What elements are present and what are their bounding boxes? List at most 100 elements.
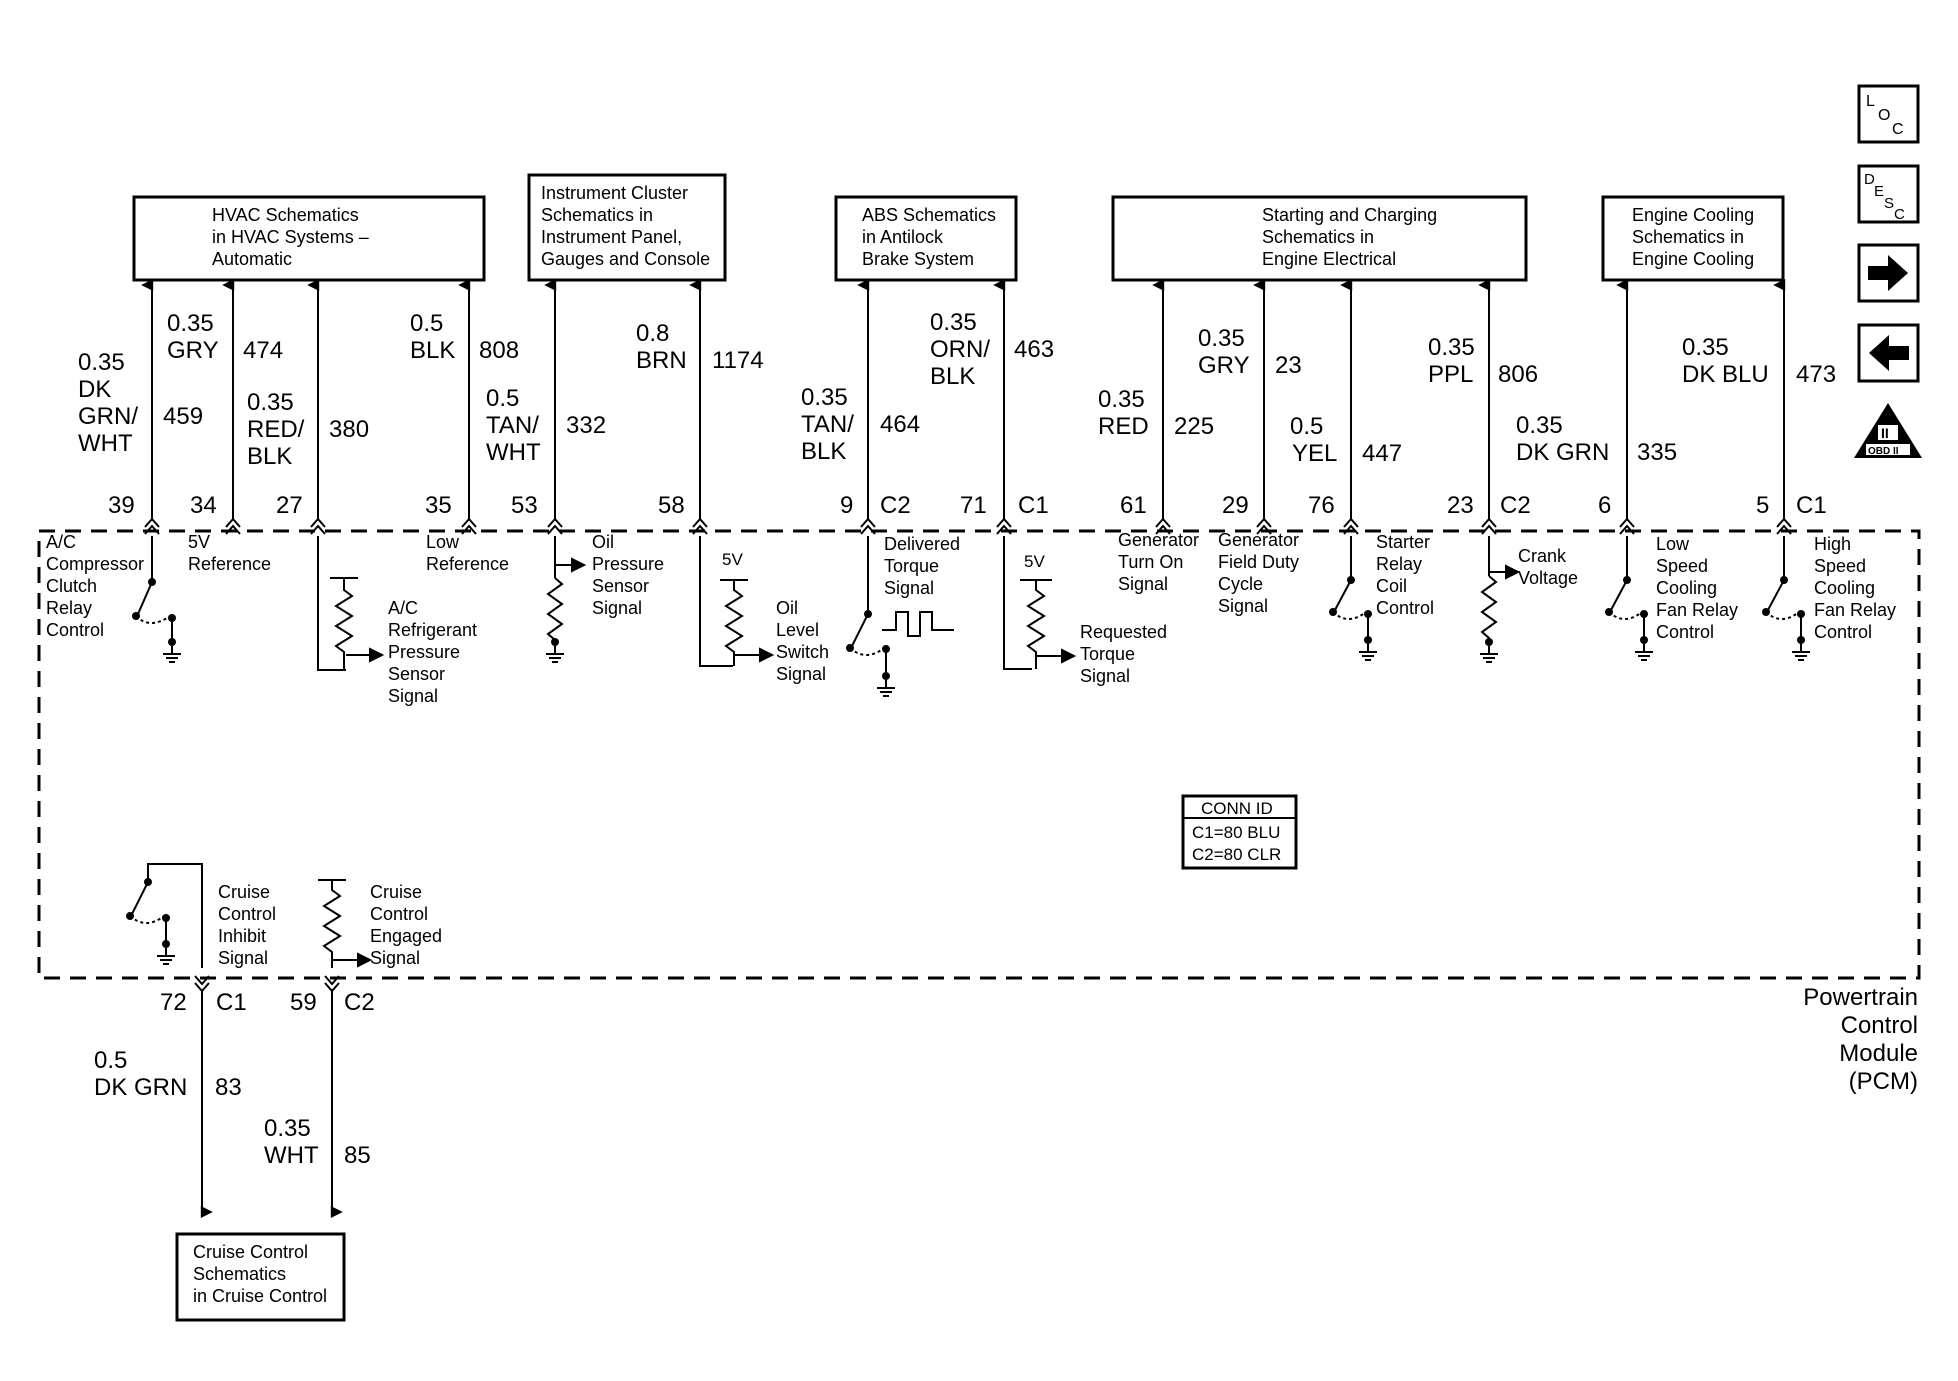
svg-text:Reference: Reference xyxy=(426,554,509,574)
svg-text:Brake System: Brake System xyxy=(862,249,974,269)
svg-text:Speed: Speed xyxy=(1656,556,1708,576)
svg-text:Field Duty: Field Duty xyxy=(1218,552,1299,572)
svg-text:0.8: 0.8 xyxy=(636,320,669,347)
svg-text:83: 83 xyxy=(215,1074,242,1101)
prev-page-button[interactable] xyxy=(1857,323,1920,383)
svg-text:Signal: Signal xyxy=(1218,596,1268,616)
svg-text:6: 6 xyxy=(1598,492,1611,519)
svg-text:CONN ID: CONN ID xyxy=(1201,799,1273,818)
desc-button[interactable]: D E S C xyxy=(1857,164,1920,224)
svg-text:0.5: 0.5 xyxy=(1290,413,1323,440)
svg-text:Schematics in: Schematics in xyxy=(1262,227,1374,247)
svg-text:Level: Level xyxy=(776,620,819,640)
svg-text:225: 225 xyxy=(1174,413,1214,440)
svg-text:Cruise: Cruise xyxy=(370,882,422,902)
svg-text:C2: C2 xyxy=(344,989,375,1016)
wire-label-806: 0.35 PPL 806 xyxy=(1428,334,1538,388)
svg-text:Generator: Generator xyxy=(1118,530,1199,550)
svg-text:WHT: WHT xyxy=(264,1142,319,1169)
svg-text:Switch: Switch xyxy=(776,642,829,662)
svg-text:0.35: 0.35 xyxy=(1682,334,1729,361)
svg-text:Turn On: Turn On xyxy=(1118,552,1183,572)
svg-text:in Cruise Control: in Cruise Control xyxy=(193,1286,327,1306)
svg-text:0.5: 0.5 xyxy=(486,385,519,412)
svg-text:Oil: Oil xyxy=(592,532,614,552)
svg-text:23: 23 xyxy=(1447,492,1474,519)
svg-text:Refrigerant: Refrigerant xyxy=(388,620,477,640)
svg-text:A/C: A/C xyxy=(46,532,76,552)
svg-text:Control: Control xyxy=(218,904,276,924)
arrow-right-icon xyxy=(1868,255,1908,291)
svg-text:5V: 5V xyxy=(188,532,210,552)
svg-text:Signal: Signal xyxy=(388,686,438,706)
svg-text:Instrument Cluster: Instrument Cluster xyxy=(541,183,688,203)
pin-numbers-top: 39 34 27 35 53 58 9 C2 71 C1 61 29 76 23… xyxy=(108,492,1827,519)
svg-text:53: 53 xyxy=(511,492,538,519)
svg-text:Cycle: Cycle xyxy=(1218,574,1263,594)
wire-label-332: 0.5 TAN/ WHT 332 xyxy=(486,385,606,466)
box-engine-cooling: Engine Cooling Schematics in Engine Cool… xyxy=(1601,195,1785,282)
svg-text:Low: Low xyxy=(1656,534,1690,554)
wire-label-459: 0.35 DK GRN/ WHT 459 xyxy=(78,349,203,457)
wire-label-1174: 0.8 BRN 1174 xyxy=(636,320,764,374)
svg-text:D: D xyxy=(1864,171,1875,188)
svg-text:806: 806 xyxy=(1498,361,1538,388)
arrow-left-icon xyxy=(1869,335,1909,371)
wire-label-463: 0.35 ORN/ BLK 463 xyxy=(930,309,1054,390)
svg-text:RED: RED xyxy=(1098,413,1149,440)
svg-text:464: 464 xyxy=(880,411,920,438)
svg-text:85: 85 xyxy=(344,1142,371,1169)
wire-label-474: 0.35 GRY 474 xyxy=(167,310,283,364)
svg-text:Module: Module xyxy=(1839,1040,1918,1067)
svg-text:HVAC Schematics: HVAC Schematics xyxy=(212,205,359,225)
svg-text:473: 473 xyxy=(1796,361,1836,388)
svg-text:(PCM): (PCM) xyxy=(1849,1068,1918,1095)
svg-text:Relay: Relay xyxy=(1376,554,1422,574)
svg-text:Cooling: Cooling xyxy=(1814,578,1875,598)
svg-text:474: 474 xyxy=(243,337,283,364)
svg-text:Control: Control xyxy=(370,904,428,924)
svg-text:C: C xyxy=(1894,206,1905,223)
svg-text:GRY: GRY xyxy=(1198,352,1250,379)
svg-text:0.35: 0.35 xyxy=(801,384,848,411)
svg-text:PPL: PPL xyxy=(1428,361,1473,388)
svg-text:Requested: Requested xyxy=(1080,622,1167,642)
wire-label-85: 0.35 WHT 85 xyxy=(264,1115,371,1169)
svg-text:C2=80 CLR: C2=80 CLR xyxy=(1192,845,1281,864)
svg-text:TAN/: TAN/ xyxy=(486,412,539,439)
svg-text:ORN/: ORN/ xyxy=(930,336,990,363)
svg-text:Engine Electrical: Engine Electrical xyxy=(1262,249,1396,269)
loc-button[interactable]: L O C xyxy=(1857,84,1920,144)
svg-text:DK GRN: DK GRN xyxy=(1516,439,1609,466)
svg-text:YEL: YEL xyxy=(1292,440,1337,467)
svg-text:Coil: Coil xyxy=(1376,576,1407,596)
next-page-button[interactable] xyxy=(1857,243,1920,303)
svg-text:Inhibit: Inhibit xyxy=(218,926,266,946)
module-label: Powertrain Control Module (PCM) xyxy=(1803,984,1918,1095)
svg-text:Cooling: Cooling xyxy=(1656,578,1717,598)
svg-text:Relay: Relay xyxy=(46,598,92,618)
svg-text:72: 72 xyxy=(160,989,187,1016)
svg-text:RED/: RED/ xyxy=(247,416,305,443)
svg-text:Speed: Speed xyxy=(1814,556,1866,576)
svg-text:Reference: Reference xyxy=(188,554,271,574)
svg-text:Signal: Signal xyxy=(370,948,420,968)
svg-text:Starter: Starter xyxy=(1376,532,1430,552)
svg-text:C1: C1 xyxy=(1796,492,1827,519)
svg-text:O: O xyxy=(1878,107,1890,124)
svg-text:C1=80 BLU: C1=80 BLU xyxy=(1192,823,1280,842)
svg-text:Compressor: Compressor xyxy=(46,554,144,574)
svg-text:Sensor: Sensor xyxy=(388,664,445,684)
svg-text:TAN/: TAN/ xyxy=(801,411,854,438)
svg-text:1174: 1174 xyxy=(712,347,764,374)
svg-text:WHT: WHT xyxy=(486,439,541,466)
wire-label-464: 0.35 TAN/ BLK 464 xyxy=(801,384,920,465)
svg-text:29: 29 xyxy=(1222,492,1249,519)
svg-text:459: 459 xyxy=(163,403,203,430)
obd-ii-icon[interactable]: II OBD II xyxy=(1854,403,1922,458)
svg-text:C2: C2 xyxy=(1500,492,1531,519)
box-hvac: HVAC Schematics in HVAC Systems – Automa… xyxy=(132,195,486,282)
svg-text:0.35: 0.35 xyxy=(247,389,294,416)
svg-text:E: E xyxy=(1874,183,1884,200)
